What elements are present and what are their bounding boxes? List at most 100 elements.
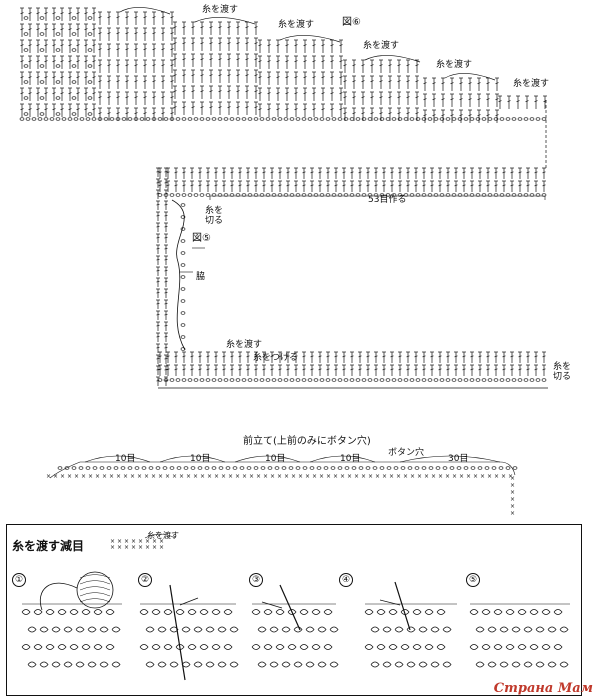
stitch-cross-bar [170, 112, 174, 115]
fig6-bottom-chain [319, 117, 325, 121]
step5-fabric [469, 609, 479, 615]
stitch-cross-bar [107, 48, 111, 51]
stitch-cross-bar [84, 12, 88, 15]
stitch-cross-bar [478, 355, 482, 358]
armhole-chain [180, 263, 186, 267]
fig6-bottom-chain [55, 117, 61, 121]
stitch-cross-bar [152, 96, 156, 99]
band-chain [197, 466, 203, 470]
fig6-bottom-chain [85, 117, 91, 121]
stitch-cross-bar [398, 171, 402, 174]
stitch-cross-bar [470, 171, 474, 174]
stitch-cross-bar [60, 28, 64, 31]
band-single-crochet: × [249, 473, 254, 480]
stitch-cross-bar [143, 80, 147, 83]
stitch-cross-bar [68, 92, 72, 95]
stitch-cross-bar [510, 368, 514, 371]
stitch-cross-bar [191, 74, 195, 77]
stitch-cross-bar [20, 76, 24, 79]
fig5-bottom-chain [169, 378, 175, 382]
stitch-cross-bar [406, 355, 410, 358]
stitch-cross-bar [190, 171, 194, 174]
stitch-cross-bar [36, 12, 40, 15]
stitch-cross-bar [98, 16, 102, 19]
band-single-crochet: × [130, 473, 135, 480]
fig6-bottom-chain [409, 117, 415, 121]
stitch-cross-bar [294, 60, 298, 63]
fig6-bottom-chain [37, 117, 43, 121]
stitch-cross-bar [267, 108, 271, 111]
step4-fabric [394, 626, 404, 633]
stitch-cross-bar [182, 42, 186, 45]
stitch-cross-bar [156, 181, 160, 184]
armhole-chain [180, 203, 186, 207]
stitch-cross-bar [60, 92, 64, 95]
stitch-cross-bar [125, 112, 129, 115]
stitch-cross-bar [382, 184, 386, 187]
band-single-crochet: × [403, 473, 408, 480]
stitch-cross-bar [20, 108, 24, 111]
band-single-crochet: × [347, 473, 352, 480]
fig5-chain [181, 193, 187, 197]
stitch-cross-bar [152, 64, 156, 67]
band-chain [281, 466, 287, 470]
step1-fabric [69, 644, 79, 650]
stitch-cross-bar [52, 44, 56, 47]
band-chain [484, 466, 490, 470]
fig6-chain [71, 16, 77, 20]
stitch-cross-bar [254, 26, 258, 29]
stitch-cross-bar [156, 291, 160, 294]
stitch-cross-bar [173, 42, 177, 45]
step4-fabric [412, 644, 422, 650]
stitch-cross-bar [286, 355, 290, 358]
band-single-crochet: × [214, 473, 219, 480]
stitch-cross-bar [222, 368, 226, 371]
stitch-cross-bar [20, 92, 24, 95]
fig5-bottom-chain [439, 378, 445, 382]
stitch-cross-bar [370, 112, 374, 115]
fig6-bottom-chain [67, 117, 73, 121]
step1-fabric [87, 626, 97, 633]
band-single-crochet: × [60, 473, 65, 480]
stitch-cross-bar [227, 74, 231, 77]
fig6-bottom-chain [91, 117, 97, 121]
step3-fabric [251, 644, 261, 650]
stitch-cross-bar [303, 60, 307, 63]
step1-fabric [111, 661, 121, 668]
stitch-cross-bar [270, 368, 274, 371]
stitch-cross-bar [388, 64, 392, 67]
stitch-cross-bar [254, 106, 258, 109]
stitch-cross-bar [156, 214, 160, 217]
fig5-bottom-chain [241, 378, 247, 382]
band-single-crochet: × [263, 473, 268, 480]
stitch-cross-bar [209, 58, 213, 61]
stitch-cross-bar [422, 184, 426, 187]
band-chain [449, 466, 455, 470]
stitch-cross-bar [262, 184, 266, 187]
fig6-bottom-chain [529, 117, 535, 121]
step1-fabric [27, 626, 37, 633]
band-chain [435, 466, 441, 470]
step2-fabric [169, 626, 179, 633]
fig6-bottom-chain [145, 117, 151, 121]
stitch-cross-bar [182, 74, 186, 77]
step3-fabric [269, 626, 279, 633]
stitch-cross-bar [44, 60, 48, 63]
stitch-cross-bar [76, 76, 80, 79]
technique-inline-label: 糸を渡す [147, 531, 179, 540]
band-chain [85, 466, 91, 470]
stitch-cross-bar [254, 355, 258, 358]
fig5-bottom-chain [385, 378, 391, 382]
band-single-crochet: × [445, 473, 450, 480]
stitch-cross-bar [125, 32, 129, 35]
stitch-cross-bar [190, 184, 194, 187]
band-chain [99, 466, 105, 470]
band-chain [78, 466, 84, 470]
stitch-cross-bar [441, 114, 445, 117]
band-vertical-stitch: × [510, 503, 515, 510]
fig6-bottom-chain [301, 117, 307, 121]
step3-fabric [263, 644, 273, 650]
fig6-bottom-chain [157, 117, 163, 121]
armhole-chain [180, 287, 186, 291]
